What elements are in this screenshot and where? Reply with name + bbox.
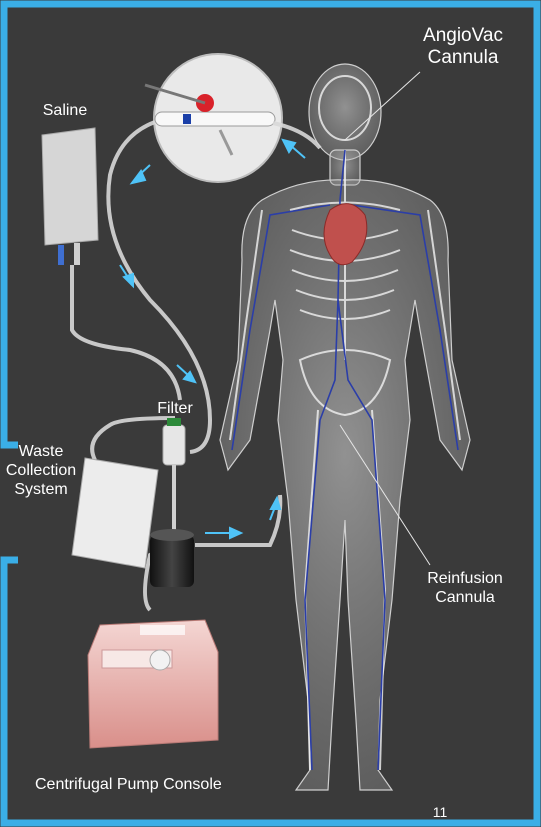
filter-unit (163, 418, 185, 530)
waste-label-line3: System (0, 481, 82, 500)
page-number: 11 (425, 804, 455, 821)
angiovac-cannula-label: AngioVac Cannula (408, 25, 518, 70)
saline-bag (42, 128, 98, 265)
reinfusion-label-line1: Reinfusion (410, 570, 520, 589)
reinfusion-cannula-label: Reinfusion Cannula (410, 570, 520, 608)
centrifugal-pump (150, 529, 194, 587)
angiovac-label-line1: AngioVac (408, 25, 518, 47)
reinfusion-label-line2: Cannula (410, 589, 520, 608)
cannula-magnifier (145, 54, 282, 182)
saline-label: Saline (30, 102, 100, 121)
pump-console (88, 620, 218, 748)
filter-label: Filter (145, 400, 205, 419)
waste-collection-label: Waste Collection System (0, 443, 82, 500)
angiovac-label-line2: Cannula (408, 47, 518, 69)
waste-collection-bag (72, 458, 158, 568)
pump-console-label: Centrifugal Pump Console (35, 776, 265, 795)
waste-label-line2: Collection (0, 462, 82, 481)
waste-label-line1: Waste (0, 443, 82, 462)
